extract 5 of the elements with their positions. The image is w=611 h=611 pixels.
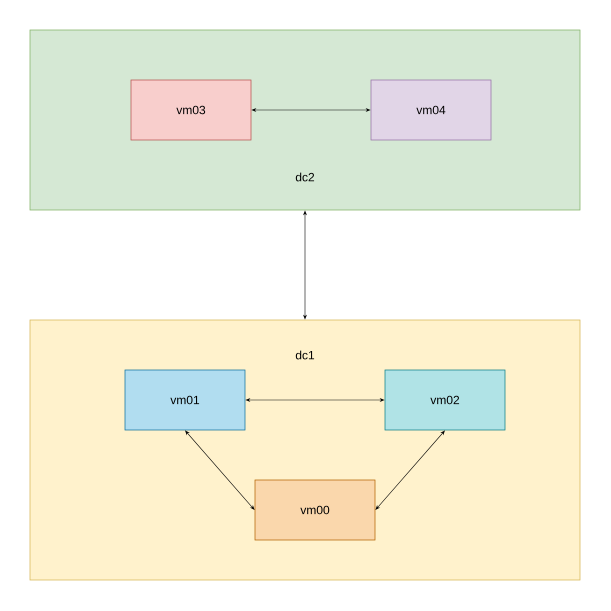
- vm-box: vm01: [124, 370, 246, 430]
- vm-box: vm02: [384, 370, 506, 430]
- vm-box: vm04: [370, 80, 492, 140]
- vm-box: vm00: [254, 480, 376, 540]
- vm-box: vm03: [130, 80, 252, 140]
